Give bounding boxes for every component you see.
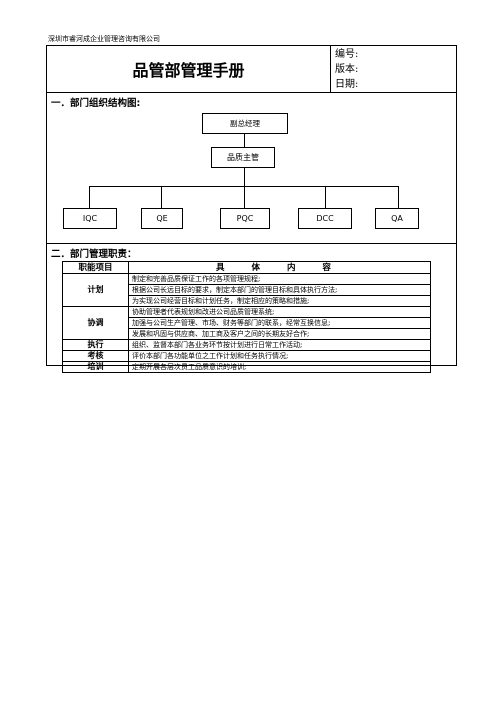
org-unit-qe: QE: [141, 208, 183, 229]
function-coordinate: 协调: [62, 306, 129, 340]
org-bus-line: [89, 186, 398, 187]
duty-line: 根据公司长远目标的要求，制定本部门的管理目标和具体执行方法;: [128, 284, 431, 296]
date-label: 日期:: [335, 79, 359, 90]
org-supervisor-box: 品质主管: [211, 147, 275, 168]
table-row: 计划 制定和完善品质保证工作的各项管理规程;: [62, 273, 431, 307]
table-row: 执行 组织、监督本部门各业务环节按计划进行日常工作活动;: [62, 339, 431, 351]
duty-line: 发展和巩固与供应商、加工商及客户之间的长期友好合作;: [128, 328, 431, 340]
table-row: 培训 定期开展各层次员工品质意识的培训;: [62, 361, 431, 373]
org-connector: [398, 186, 399, 208]
duty-line: 制定和完善品质保证工作的各项管理规程;: [128, 273, 431, 285]
function-execute: 执行: [62, 339, 129, 351]
org-vp-box: 副总经理: [202, 113, 288, 134]
duty-line: 为实现公司经营目标和计划任务，制定相应的策略和措施;: [128, 295, 431, 307]
company-name: 深圳市睿河成企业管理咨询有限公司: [48, 35, 160, 43]
duty-line: 协助管理者代表规划和改进公司品质管理系统;: [128, 306, 431, 318]
duty-table: 职能项目 具 体 内 容 计划 制定和完善品质保证工作的各项管理规程; 根据公司…: [62, 261, 431, 373]
org-unit-pqc: PQC: [220, 208, 270, 229]
table-row: 考核 评价本部门各功能单位之工作计划和任务执行情况;: [62, 350, 431, 362]
org-connector: [244, 186, 245, 208]
column-header-function: 职能项目: [62, 261, 129, 274]
version-label: 版本:: [335, 64, 359, 75]
duty-line: 定期开展各层次员工品质意识的培训;: [128, 361, 431, 373]
manual-frame: 品管部管理手册 编号: 版本: 日期: 一．部门组织结构图: 副总经理 品质主管…: [46, 45, 457, 373]
duty-line: 评价本部门各功能单位之工作计划和任务执行情况;: [128, 350, 431, 362]
manual-header: 品管部管理手册 编号: 版本: 日期:: [47, 46, 456, 93]
org-unit-qa: QA: [375, 208, 419, 229]
org-connector: [244, 168, 245, 186]
org-connector: [161, 186, 162, 208]
org-unit-dcc: DCC: [298, 208, 352, 229]
org-connector: [325, 186, 326, 208]
number-label: 编号:: [335, 49, 359, 60]
duty-line: 组织、监督本部门各业务环节按计划进行日常工作活动;: [128, 339, 431, 351]
table-row: 协调 协助管理者代表规划和改进公司品质管理系统;: [62, 306, 431, 340]
table-header-row: 职能项目 具 体 内 容: [62, 261, 431, 274]
org-connector: [244, 134, 245, 147]
column-header-content: 具 体 内 容: [128, 261, 431, 274]
section-org-heading: 一．部门组织结构图:: [51, 98, 141, 109]
org-connector: [89, 186, 90, 208]
section-duty-heading: 二．部门管理职责：: [51, 249, 137, 260]
section-divider: [47, 243, 456, 244]
duty-line: 加强与公司生产管理、市场、财务等部门的联系，经常互换信息;: [128, 317, 431, 329]
manual-title: 品管部管理手册: [47, 46, 331, 92]
function-plan: 计划: [62, 273, 129, 307]
function-training: 培训: [62, 361, 129, 373]
org-unit-iqc: IQC: [63, 208, 117, 229]
function-evaluate: 考核: [62, 350, 129, 362]
